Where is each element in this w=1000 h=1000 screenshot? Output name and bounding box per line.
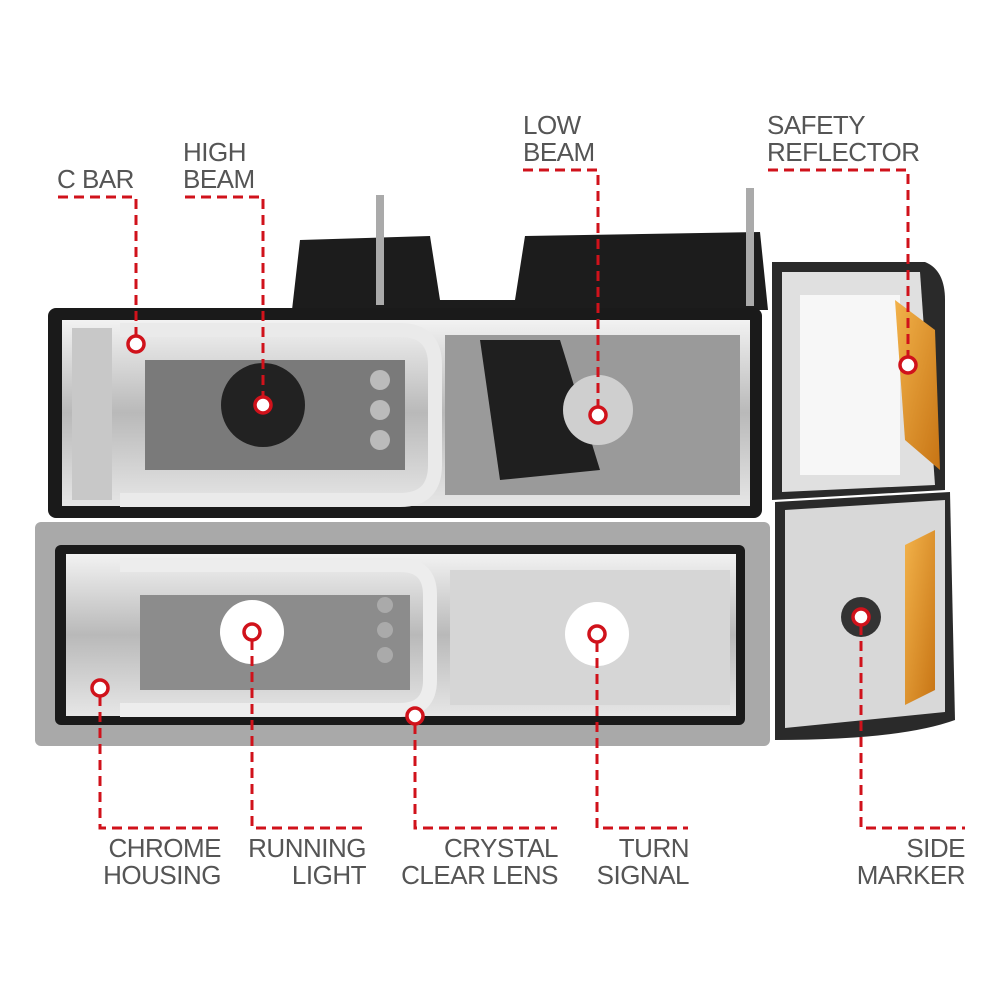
high-beam-leader: [185, 195, 265, 397]
label-safety-reflector: SAFETY REFLECTOR: [767, 112, 920, 166]
label-line: SAFETY: [767, 110, 866, 140]
label-turn-signal: TURN SIGNAL: [596, 833, 690, 890]
label-line: RUNNING: [248, 833, 366, 863]
chrome-housing-leader: [98, 696, 220, 830]
crystal-clear-lens-marker: [405, 706, 425, 726]
corner-lights: [772, 262, 955, 740]
running-light-leader: [250, 640, 362, 830]
label-line: REFLECTOR: [767, 137, 920, 167]
label-line: CLEAR LENS: [401, 860, 558, 890]
turn-signal-leader: [595, 642, 688, 830]
side-marker-marker: [851, 607, 871, 627]
chrome-housing-marker: [90, 678, 110, 698]
low-beam-leader: [523, 168, 600, 407]
safety-reflector-marker: [898, 355, 918, 375]
label-line: TURN: [618, 833, 690, 863]
c-bar-leader: [58, 195, 138, 336]
label-line: CRYSTAL: [443, 833, 559, 863]
label-line: C BAR: [57, 164, 134, 194]
safety-reflector-leader: [768, 168, 910, 357]
label-line: LIGHT: [291, 860, 367, 890]
running-light-marker: [242, 622, 262, 642]
label-line: LOW: [523, 110, 581, 140]
label-line: HIGH: [183, 137, 246, 167]
label-chrome-housing: CHROME HOUSING: [103, 835, 221, 889]
label-line: HOUSING: [103, 860, 221, 890]
high-beam-marker: [253, 395, 273, 415]
side-marker-leader: [859, 625, 965, 830]
label-c-bar: C BAR: [57, 166, 134, 193]
mounting-bracket: [292, 188, 768, 310]
label-side-marker: SIDE MARKER: [856, 833, 966, 890]
label-line: MARKER: [856, 860, 966, 890]
crystal-clear-lens-leader: [413, 724, 557, 830]
label-line: SIGNAL: [596, 860, 690, 890]
label-running-light: RUNNING LIGHT: [248, 835, 366, 889]
label-line: SIDE: [906, 833, 965, 863]
label-crystal-clear-lens: CRYSTAL CLEAR LENS: [401, 835, 558, 889]
turn-signal-marker: [587, 624, 607, 644]
label-line: BEAM: [523, 137, 595, 167]
label-low-beam: LOW BEAM: [523, 112, 595, 166]
lower-headlight: [35, 522, 770, 746]
label-line: BEAM: [183, 164, 255, 194]
low-beam-marker: [588, 405, 608, 425]
upper-headlight: [48, 308, 762, 518]
c-bar-marker: [126, 334, 146, 354]
label-high-beam: HIGH BEAM: [183, 139, 255, 193]
label-line: CHROME: [108, 833, 221, 863]
